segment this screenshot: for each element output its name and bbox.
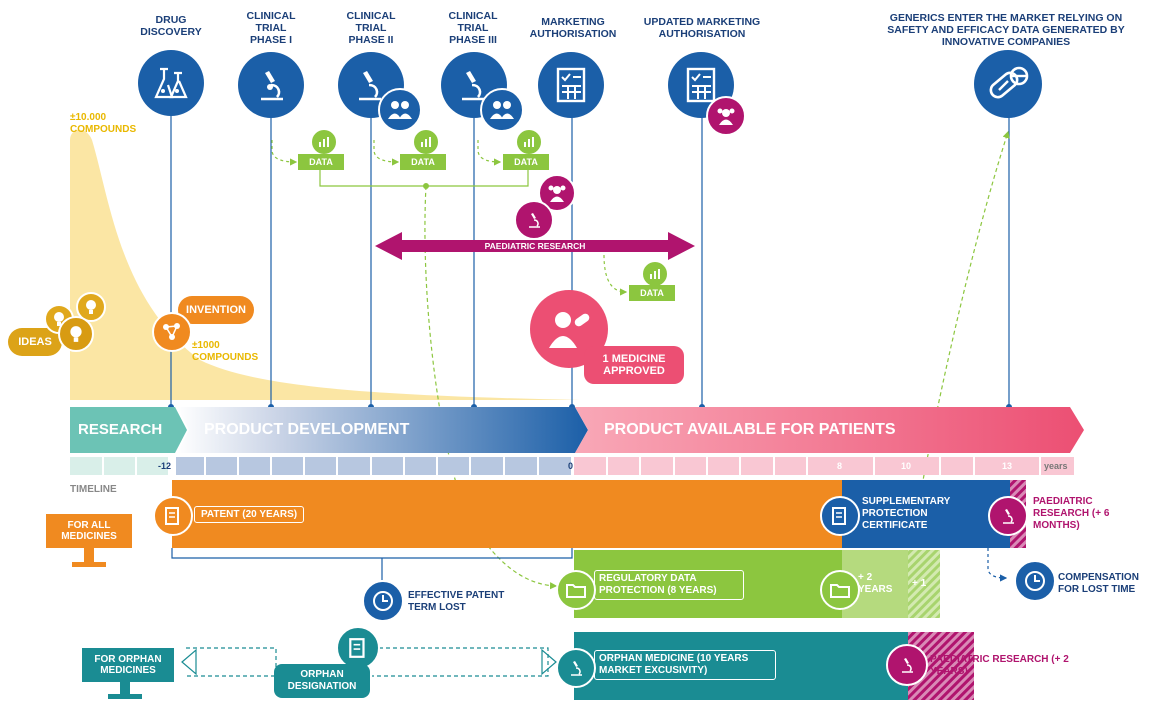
orphan-exclusivity-label: ORPHAN MEDICINE (10 YEARS MARKET EXCUSIV…	[594, 650, 776, 680]
phase-bar-research	[70, 407, 187, 453]
effective-patent-label: EFFECTIVE PATENT TERM LOST	[408, 590, 505, 613]
tick-13: 13	[1002, 461, 1013, 471]
data-chip-trial-1: DATA	[298, 154, 344, 170]
available-phase-label: PRODUCT AVAILABLE FOR PATIENTS	[604, 421, 896, 438]
data-chip-trial-3: DATA	[503, 154, 549, 170]
phase-bar-development	[177, 407, 588, 453]
chart-icon	[515, 128, 543, 156]
orphan-designation-badge: ORPHAN DESIGNATION	[274, 664, 370, 698]
chart-icon	[412, 128, 440, 156]
chart-icon	[641, 260, 669, 288]
pills-icon	[974, 50, 1042, 118]
patent-bar	[172, 480, 842, 548]
microscope-icon	[886, 644, 928, 686]
orphan-medicines-stand	[82, 648, 174, 699]
orphan-paediatric-label: PAEDIATRIC RESEARCH (+ 2 YEARS)	[930, 654, 1069, 677]
stage-label-trial-1: CLINICAL TRIAL PHASE I	[246, 10, 296, 46]
microscope-icon	[238, 52, 304, 118]
development-phase-label: PRODUCT DEVELOPMENT	[204, 421, 410, 438]
tick-minus-12: -12	[158, 461, 172, 471]
plus2-label: + 2 YEARS	[858, 572, 893, 595]
paediatric-6m-label: PAEDIATRIC RESEARCH (+ 6 MONTHS)	[1033, 496, 1110, 531]
compounds-top-label: ±10.000 COMPOUNDS	[70, 112, 137, 135]
tick-0: 0	[568, 461, 574, 471]
paediatric-research-arrow	[375, 232, 695, 260]
orphan-bar	[574, 632, 908, 700]
molecule-icon	[152, 312, 192, 352]
document-pen-icon	[820, 496, 860, 536]
microscope-icon	[514, 200, 554, 240]
research-phase-label: RESEARCH	[78, 421, 163, 438]
spc-label: SUPPLEMENTARY PROTECTION CERTIFICATE	[862, 496, 951, 531]
document-pen-icon	[336, 626, 380, 670]
chart-icon	[310, 128, 338, 156]
paediatric-research-label: PAEDIATRIC RESEARCH	[484, 241, 586, 251]
data-chip-trial-2: DATA	[400, 154, 446, 170]
for-orphan-medicines-tag: FOR ORPHAN MEDICINES	[94, 654, 162, 676]
people-badge-icon	[378, 88, 422, 132]
medicine-approved-badge: 1 MEDICINE APPROVED	[584, 346, 684, 384]
stage-label-generics: GENERICS ENTER THE MARKET RELYING ON SAF…	[887, 12, 1125, 48]
tick-8: 8	[837, 461, 843, 471]
compounds-mid-label: ±1000 COMPOUNDS	[192, 340, 259, 363]
clock-icon	[1014, 560, 1056, 602]
compound-funnel-curve	[70, 129, 580, 400]
timeline-grid	[70, 457, 1074, 475]
all-medicines-stand	[46, 514, 132, 567]
patent-label: PATENT (20 YEARS)	[194, 506, 305, 523]
stage-label-trial-2: CLINICAL TRIAL PHASE II	[346, 10, 396, 46]
timeline-label: TIMELINE	[70, 484, 117, 495]
document-checklist-icon	[538, 52, 604, 118]
plus1-label: + 1	[912, 578, 927, 589]
regulatory-bar	[574, 550, 842, 618]
folder-icon	[556, 570, 596, 610]
microscope-icon	[556, 648, 596, 688]
invention-badge: INVENTION	[178, 296, 254, 324]
tick-10: 10	[901, 461, 912, 471]
lightbulb-icon	[58, 316, 94, 352]
people-badge-icon	[480, 88, 524, 132]
child-icon	[538, 174, 576, 212]
plus1-bar	[908, 550, 940, 618]
clock-icon	[362, 580, 404, 622]
folder-icon	[820, 570, 860, 610]
stage-label-trial-3: CLINICAL TRIAL PHASE III	[448, 10, 498, 46]
document-pen-icon	[153, 496, 193, 536]
regulatory-label: REGULATORY DATA PROTECTION (8 YEARS)	[594, 570, 744, 600]
compensation-label: COMPENSATION FOR LOST TIME	[1058, 572, 1139, 595]
for-all-medicines-tag: FOR ALL MEDICINES	[61, 520, 117, 542]
data-chip-paediatric: DATA	[629, 285, 675, 301]
microscope-icon	[988, 496, 1028, 536]
stage-label-marketing: MARKETING AUTHORISATION	[529, 16, 617, 40]
years-unit: years	[1044, 461, 1068, 471]
stage-label-drug-discovery: DRUG DISCOVERY	[140, 14, 202, 38]
child-icon	[706, 96, 746, 136]
stage-label-updated-marketing: UPDATED MARKETING AUTHORISATION	[643, 16, 761, 40]
phase-bar-available	[575, 407, 1084, 453]
spc-bar	[842, 480, 1010, 548]
flasks-icon	[138, 50, 204, 116]
lightbulb-icon	[76, 292, 106, 322]
